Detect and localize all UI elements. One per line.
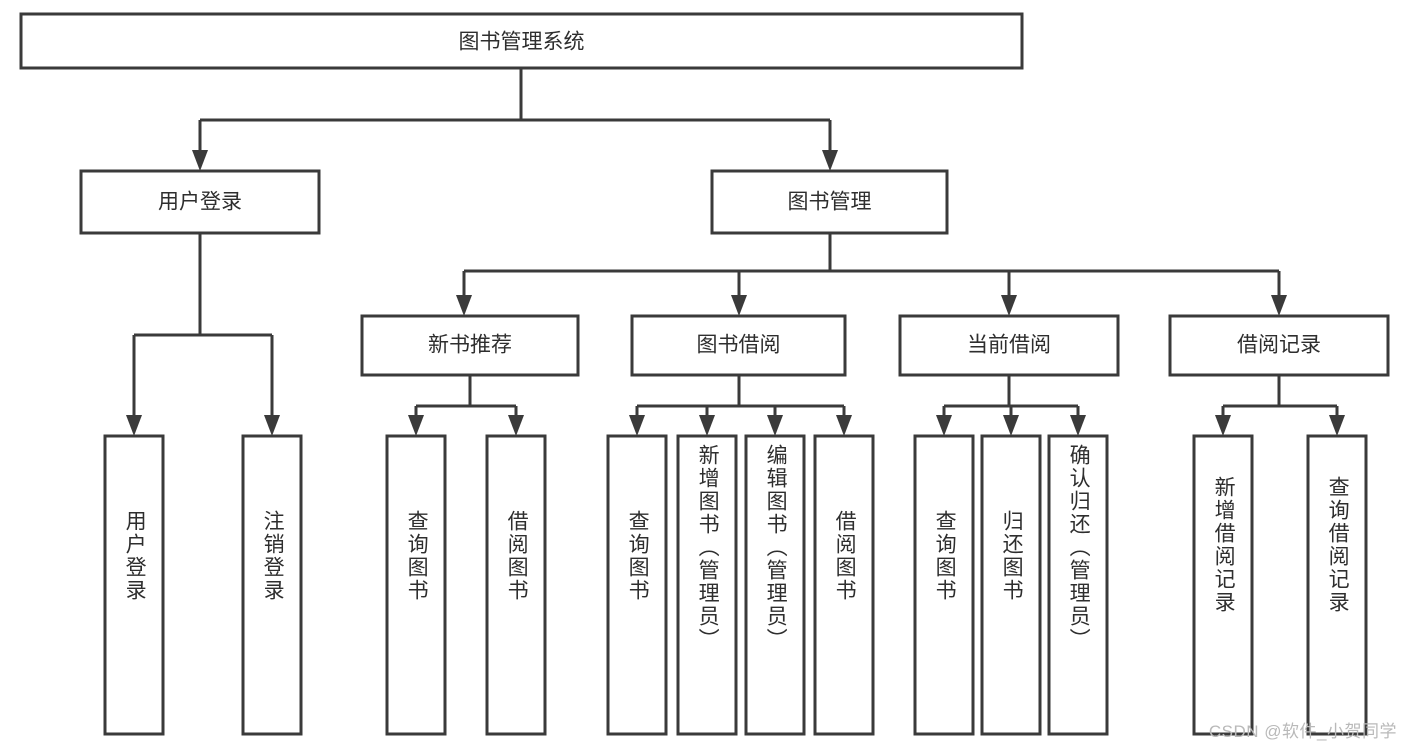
arrow-head-return-book xyxy=(1003,415,1019,436)
node-book-borrow-label: 图书借阅 xyxy=(697,334,781,357)
arrow-head-new-book-recommend xyxy=(456,295,472,316)
node-leaf-borrow-book-new-box[interactable] xyxy=(485,434,547,736)
node-book-borrow-box[interactable] xyxy=(630,314,847,377)
arrow-head-query-borrow-record xyxy=(1329,415,1345,436)
arrow-head-borrow-book xyxy=(836,415,852,436)
node-user-login[interactable]: 用户登录 xyxy=(79,169,321,235)
node-root[interactable]: 图书管理系统 xyxy=(19,12,1024,70)
node-new-book-recommend-box[interactable] xyxy=(360,314,580,377)
node-borrow-record[interactable]: 借阅记录 xyxy=(1168,314,1390,377)
arrow-head-book-management xyxy=(822,150,838,171)
node-leaf-confirm-return-admin-box[interactable] xyxy=(1047,434,1109,736)
node-leaf-logout-box[interactable] xyxy=(241,434,303,736)
arrow-head-query-book-current xyxy=(936,415,952,436)
node-user-login-label: 用户登录 xyxy=(158,191,242,214)
node-book-borrow[interactable]: 图书借阅 xyxy=(630,314,847,377)
node-leaf-add-borrow-record-box[interactable] xyxy=(1192,434,1254,736)
arrow-head-edit-book-admin xyxy=(767,415,783,436)
node-leaf-borrow-book-box[interactable] xyxy=(813,434,875,736)
node-book-management-label: 图书管理 xyxy=(788,191,872,214)
csdn-watermark: CSDN @软件_小贺同学 xyxy=(1208,722,1397,741)
connector-root-to-level2 xyxy=(192,68,838,171)
arrow-head-leaf-logout xyxy=(264,415,280,436)
node-current-borrow[interactable]: 当前借阅 xyxy=(898,314,1120,377)
node-root-label: 图书管理系统 xyxy=(459,31,585,54)
node-leaf-query-book-borrow-box[interactable] xyxy=(606,434,668,736)
node-leaf-add-book-admin-box[interactable] xyxy=(676,434,738,736)
arrow-head-leaf-user-login xyxy=(126,415,142,436)
connector-user-login-to-leaves xyxy=(126,233,280,436)
arrow-head-query-book-borrow xyxy=(629,415,645,436)
arrow-head-book-borrow xyxy=(731,295,747,316)
connector-current-borrow-to-leaves xyxy=(936,375,1086,436)
arrow-head-query-book-new xyxy=(408,415,424,436)
arrow-head-borrow-book-new xyxy=(508,415,524,436)
arrow-head-confirm-return xyxy=(1070,415,1086,436)
node-leaf-query-book-current-box[interactable] xyxy=(913,434,975,736)
arrow-head-borrow-record xyxy=(1271,295,1287,316)
node-current-borrow-box[interactable] xyxy=(898,314,1120,377)
node-borrow-record-label: 借阅记录 xyxy=(1237,334,1321,357)
node-new-book-recommend[interactable]: 新书推荐 xyxy=(360,314,580,377)
node-user-login-box[interactable] xyxy=(79,169,321,235)
node-book-management-box[interactable] xyxy=(710,169,949,235)
arrow-head-add-book-admin xyxy=(699,415,715,436)
node-borrow-record-box[interactable] xyxy=(1168,314,1390,377)
connector-book-borrow-to-leaves xyxy=(629,375,852,436)
node-new-book-recommend-label: 新书推荐 xyxy=(428,334,512,357)
connector-book-management-to-level3 xyxy=(456,233,1287,316)
node-leaf-edit-book-admin-box[interactable] xyxy=(744,434,806,736)
connector-new-book-recommend-to-leaves xyxy=(408,375,524,436)
arrow-head-add-borrow-record xyxy=(1215,415,1231,436)
node-leaf-user-login-box[interactable] xyxy=(103,434,165,736)
node-leaf-query-book-new-box[interactable] xyxy=(385,434,447,736)
connector-borrow-record-to-leaves xyxy=(1215,375,1345,436)
node-leaf-query-borrow-record-box[interactable] xyxy=(1306,434,1368,736)
arrow-head-current-borrow xyxy=(1001,295,1017,316)
node-root-box[interactable] xyxy=(19,12,1024,70)
arrow-head-user-login xyxy=(192,150,208,171)
node-leaf-return-book-box[interactable] xyxy=(980,434,1042,736)
node-book-management[interactable]: 图书管理 xyxy=(710,169,949,235)
node-current-borrow-label: 当前借阅 xyxy=(967,334,1051,357)
